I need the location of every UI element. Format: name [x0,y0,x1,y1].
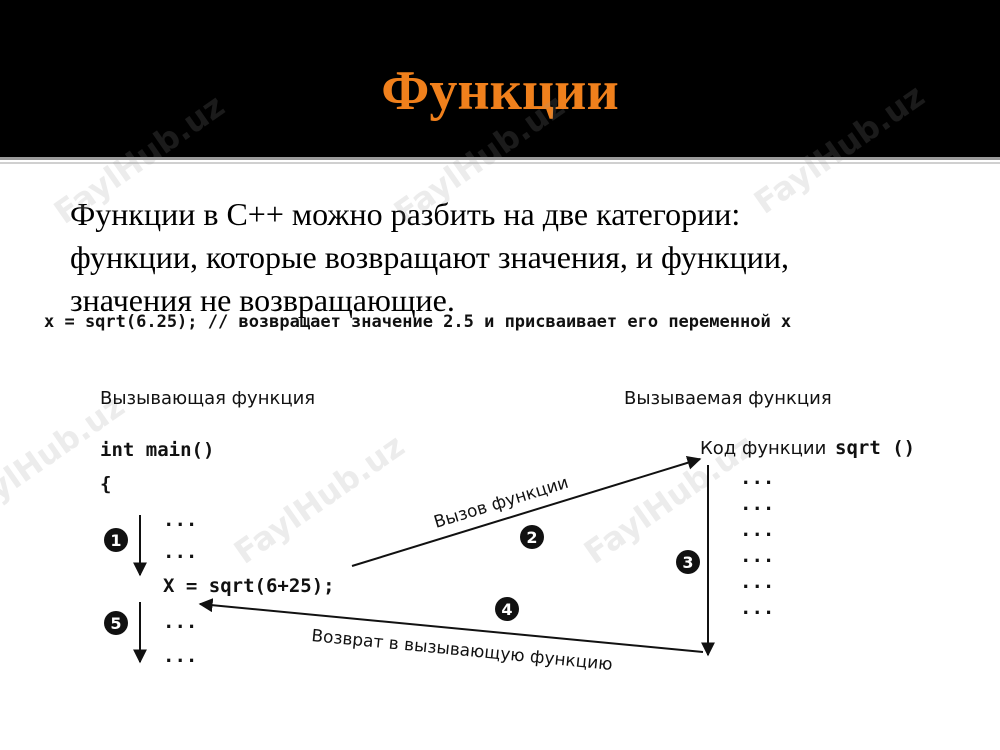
step-marker-5: 5 [104,611,128,635]
call-arrow [351,456,702,567]
code-example: x = sqrt(6.25); // возвращает значение 2… [44,312,792,332]
callee-heading: Вызываемая функция [624,388,832,409]
svg-text:3: 3 [682,553,693,572]
intro-line: значения не возвращающие. [70,282,455,318]
header-divider [0,157,1000,160]
header-band [0,0,1000,157]
caller-dots: ... [163,509,197,531]
callee-dots: ... [740,571,774,593]
caller-dots: ... [163,645,197,667]
svg-text:4: 4 [501,600,512,619]
caller-heading: Вызывающая функция [100,388,315,409]
callee-dots: ... [740,493,774,515]
svg-text:2: 2 [526,528,537,547]
caller-dots: ... [163,611,197,633]
page-title: Функции [381,60,619,122]
step-marker-3: 3 [676,550,700,574]
callee-dots: ... [740,467,774,489]
callee-dots: ... [740,545,774,567]
step-marker-1: 1 [104,528,128,552]
step-marker-4: 4 [495,597,519,621]
step-marker-2: 2 [520,525,544,549]
callee-header-label: Код функции [700,438,826,459]
caller-signature: int main() [100,439,214,461]
svg-text:5: 5 [110,614,121,633]
intro-line: функции, которые возвращают значения, и … [70,239,789,275]
callee-dots: ... [740,519,774,541]
call-statement: X = sqrt(6+25); [163,575,335,597]
intro-paragraph: Функции в С++ можно разбить на две катег… [70,193,950,322]
intro-line: Функции в С++ можно разбить на две катег… [70,196,741,232]
callee-header-code: sqrt () [835,437,915,459]
return-arrow [198,598,704,653]
caller-open-brace: { [100,473,111,495]
header-divider-light [0,162,1000,164]
caller-dots: ... [163,541,197,563]
return-label: Возврат в вызывающую функцию [311,626,614,675]
callee-dots: ... [740,597,774,619]
svg-text:1: 1 [110,531,121,550]
call-label: Вызов функции [432,473,571,533]
